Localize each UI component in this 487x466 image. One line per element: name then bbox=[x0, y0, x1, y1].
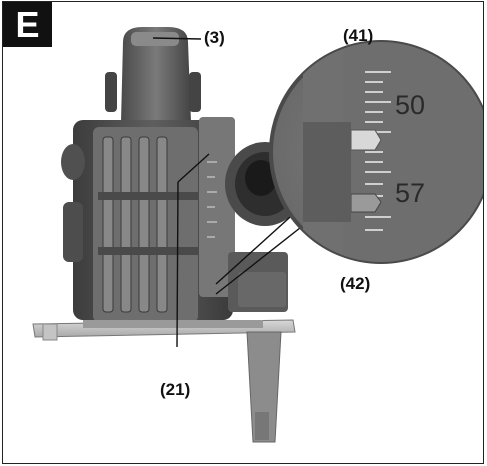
figure-letter-badge: E bbox=[3, 2, 52, 47]
pointer-41-shape bbox=[350, 129, 382, 151]
handle-grip-shape bbox=[131, 32, 179, 46]
inset-scale-ticks bbox=[365, 71, 391, 231]
magnified-scale-inset: 50 57 bbox=[269, 40, 483, 264]
depth-lever-shape bbox=[238, 272, 286, 307]
side-grip-shape bbox=[63, 202, 83, 262]
handle-side-left-shape bbox=[105, 72, 117, 112]
housing-slots bbox=[98, 192, 198, 255]
handle-shape bbox=[121, 27, 191, 122]
base-rim-shape bbox=[83, 320, 263, 328]
base-notch-shape bbox=[42, 323, 58, 341]
riving-knife-shape bbox=[255, 412, 269, 440]
callout-41: (41) bbox=[343, 26, 374, 45]
housing-ribs bbox=[102, 136, 168, 313]
callout-3: (3) bbox=[204, 28, 225, 47]
dust-port-hole-shape bbox=[245, 160, 277, 196]
handle-side-right-shape bbox=[189, 72, 201, 112]
guard-scale-ticks bbox=[207, 161, 217, 238]
callout-42: (42) bbox=[340, 274, 371, 293]
side-knob-shape bbox=[61, 144, 85, 180]
pointer-42-shape bbox=[350, 193, 382, 213]
callout-21: (21) bbox=[160, 380, 191, 399]
inset-scale-label-lower: 57 bbox=[395, 178, 425, 208]
inset-scale-label-upper: 50 bbox=[395, 90, 425, 120]
circular-saw-illustration: 50 57 bbox=[32, 27, 483, 443]
